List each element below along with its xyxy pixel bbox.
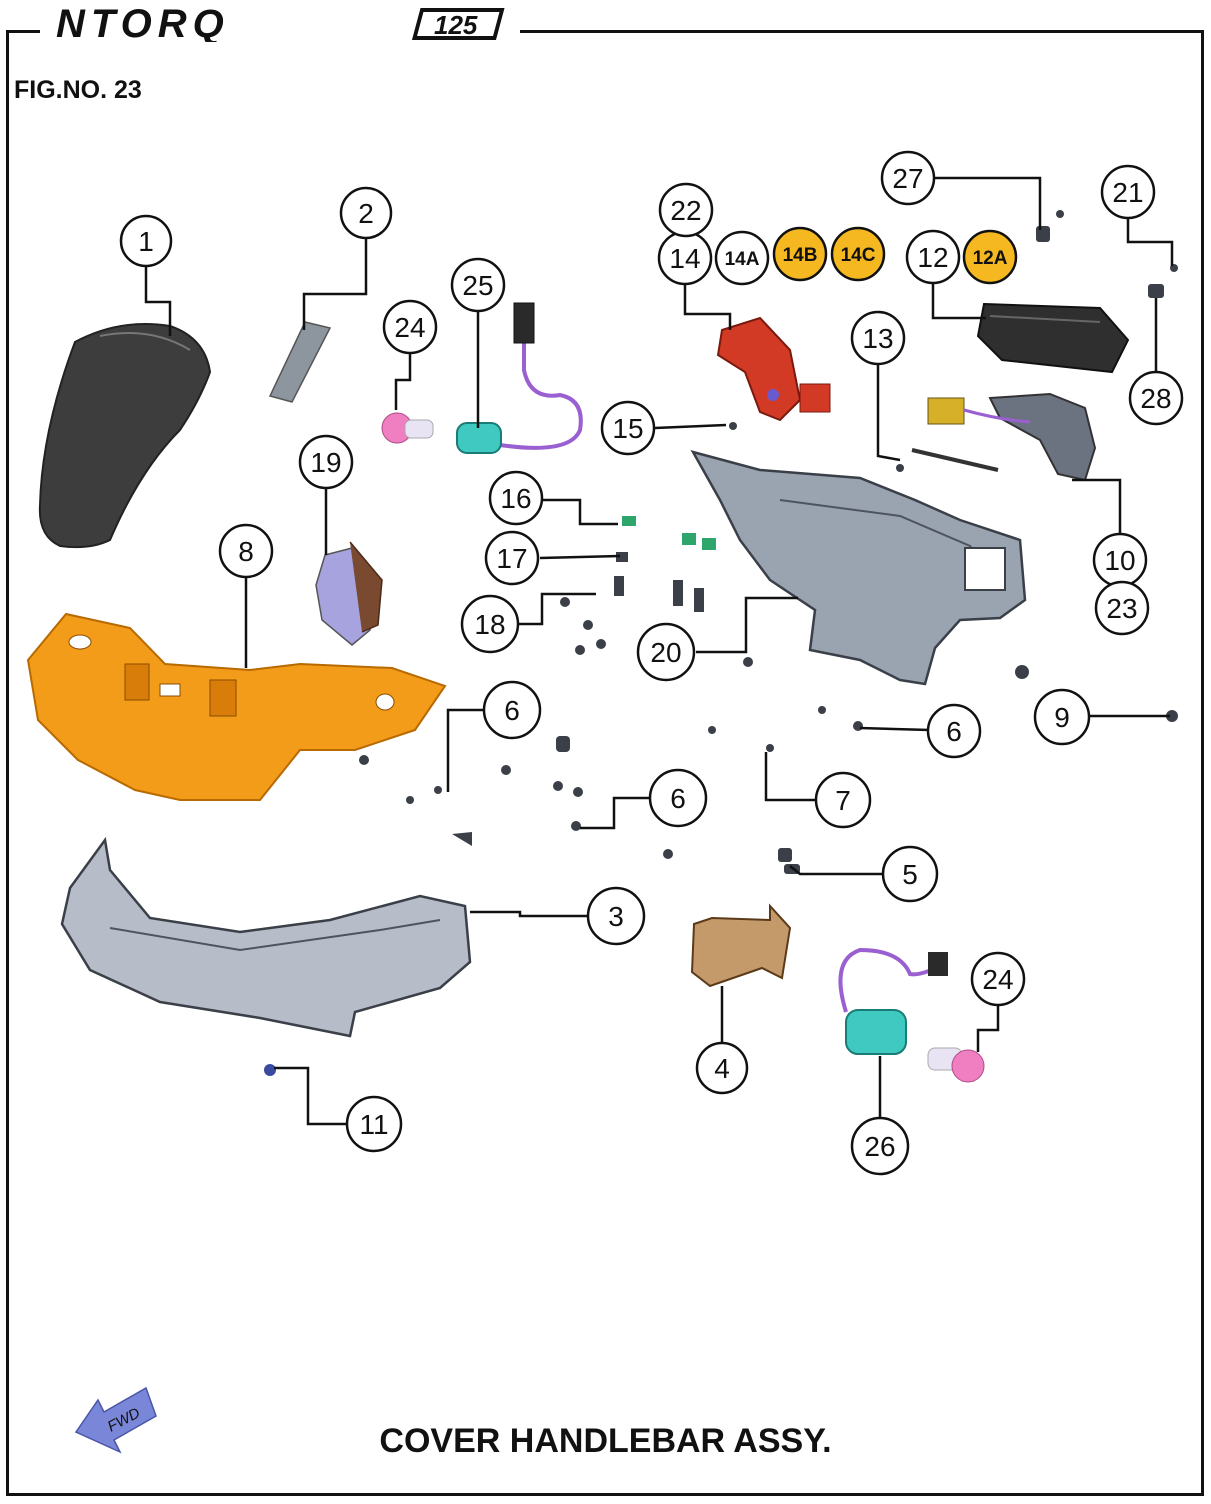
callout-label: 24 (394, 312, 425, 343)
part-rod (911, 448, 999, 472)
callout-label: 21 (1112, 177, 1143, 208)
callout-label: 8 (238, 536, 254, 567)
callout-label: 7 (835, 785, 851, 816)
logo-wordmark: NTORQ (56, 6, 230, 42)
callout-label: 5 (902, 859, 918, 890)
part-front-cover (26, 612, 447, 801)
callout-label: 25 (462, 270, 493, 301)
diagram-frame (6, 30, 1204, 1496)
callout-28: 28 (1128, 370, 1184, 426)
variant-14b: 14B (772, 226, 828, 282)
part-socket-upper (456, 302, 583, 454)
part-inner-housing (690, 450, 1027, 686)
callout-19: 19 (298, 434, 354, 490)
part-turn-lamp (315, 541, 383, 646)
callout-label: 27 (892, 163, 923, 194)
callout-24-upper: 24 (382, 299, 438, 355)
callout-26: 26 (850, 1116, 910, 1176)
callout-3: 3 (586, 886, 646, 946)
variant-label: 12A (973, 248, 1008, 269)
callout-label: 3 (608, 901, 624, 932)
callout-label: 1 (138, 226, 154, 257)
callout-12: 12 (905, 229, 961, 285)
variant-14c: 14C (830, 226, 886, 282)
callout-18: 18 (460, 594, 520, 654)
callout-label: 17 (496, 543, 527, 574)
callout-23: 23 (1094, 580, 1150, 636)
variant-12a: 12A (962, 229, 1018, 285)
callout-21: 21 (1100, 164, 1156, 220)
callout-label: 9 (1054, 702, 1070, 733)
part-bulb-upper (381, 412, 434, 444)
callout-label: 22 (670, 195, 701, 226)
callout-label: 24 (982, 964, 1013, 995)
callout-label: 18 (474, 609, 505, 640)
logo-badge-text: 125 (434, 10, 478, 40)
callout-label: 12 (917, 242, 948, 273)
callout-4: 4 (695, 1041, 749, 1095)
figure-number: FIG.NO. 23 (14, 76, 142, 104)
variant-14a: 14A (714, 230, 770, 286)
callout-25: 25 (450, 257, 506, 313)
callout-label: 6 (504, 695, 520, 726)
callout-27: 27 (880, 150, 936, 206)
callout-24-lower: 24 (970, 951, 1026, 1007)
callout-11: 11 (345, 1095, 403, 1153)
callout-15: 15 (600, 400, 656, 456)
part-strip (268, 321, 332, 403)
callout-6c: 6 (648, 768, 708, 828)
part-meter-panel (976, 302, 1130, 374)
variant-label: 14C (841, 245, 876, 266)
callout-1: 1 (119, 214, 173, 268)
callout-20: 20 (636, 622, 696, 682)
callout-label: 6 (946, 716, 962, 747)
callout-22: 22 (658, 182, 714, 238)
callout-label: 15 (612, 413, 643, 444)
callout-13: 13 (850, 310, 906, 366)
variant-label: 14A (725, 249, 760, 270)
callout-label: 26 (864, 1131, 895, 1162)
part-bulb-lower (927, 1047, 985, 1083)
callout-label: 10 (1104, 545, 1135, 576)
part-lower-cover (60, 836, 472, 1038)
callout-7: 7 (814, 771, 872, 829)
callout-14: 14 (657, 230, 713, 286)
logo-badge-box (411, 8, 505, 40)
callout-6b: 6 (926, 703, 982, 759)
callout-5: 5 (881, 845, 939, 903)
leader-lines (144, 176, 1174, 1126)
part-right-switch (927, 392, 1097, 482)
part-switch-housing (716, 316, 831, 422)
callout-label: 11 (359, 1109, 388, 1140)
callout-label: 6 (670, 783, 686, 814)
callout-label: 28 (1140, 383, 1171, 414)
callout-9: 9 (1033, 688, 1091, 746)
callout-label: 20 (650, 637, 681, 668)
callout-10: 10 (1092, 532, 1148, 588)
callout-label: 13 (862, 323, 893, 354)
callout-6a: 6 (482, 680, 542, 740)
callout-2: 2 (339, 186, 393, 240)
callout-label: 19 (310, 447, 341, 478)
callout-8: 8 (218, 523, 274, 579)
part-reflector (690, 903, 792, 988)
diagram-title: COVER HANDLEBAR ASSY. (379, 1422, 832, 1460)
ntorq-logo: NTORQ 125 (56, 6, 505, 42)
part-top-cover (38, 323, 212, 549)
callout-17: 17 (484, 530, 540, 586)
callout-label: 14 (669, 243, 700, 274)
callout-label: 23 (1106, 593, 1137, 624)
callout-16: 16 (488, 470, 544, 526)
part-socket-lower (838, 947, 948, 1055)
variant-label: 14B (783, 245, 818, 266)
callout-label: 2 (358, 198, 374, 229)
callout-label: 4 (714, 1053, 730, 1084)
callout-label: 16 (500, 483, 531, 514)
